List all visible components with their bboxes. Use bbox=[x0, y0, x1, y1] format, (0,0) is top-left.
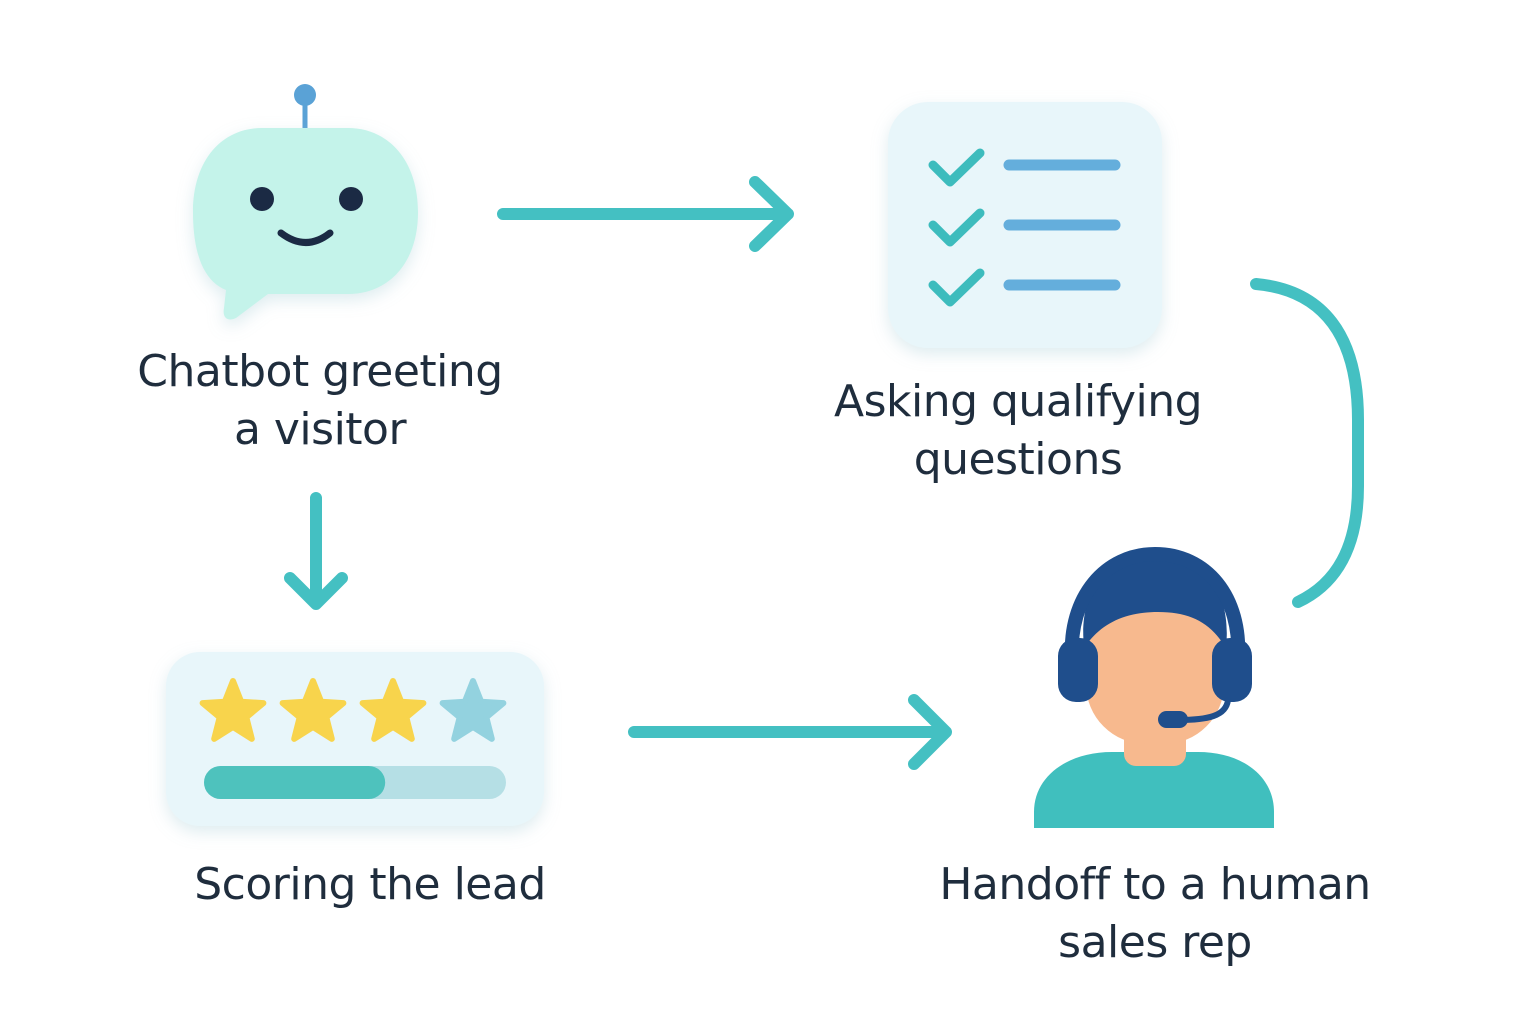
smile bbox=[277, 229, 334, 246]
caption-line: sales rep bbox=[1058, 917, 1252, 968]
star-empty-icon bbox=[439, 678, 507, 742]
sales-rep-icon bbox=[1034, 546, 1274, 828]
arrow-chatbot-to-scoring bbox=[284, 492, 348, 610]
caption-chatbot: Chatbot greeting a visitor bbox=[70, 343, 570, 459]
left-eye bbox=[250, 187, 274, 211]
caption-line: Asking qualifying bbox=[833, 376, 1203, 427]
shirt bbox=[1034, 752, 1274, 828]
caption-line: Scoring the lead bbox=[194, 859, 546, 910]
checklist-icon bbox=[888, 102, 1162, 348]
caption-scoring: Scoring the lead bbox=[120, 856, 620, 914]
curve-questions-to-handoff bbox=[1250, 278, 1364, 608]
mic bbox=[1158, 711, 1188, 728]
antenna-ball bbox=[294, 84, 316, 106]
caption-questions: Asking qualifying questions bbox=[768, 373, 1268, 489]
checkmark-icon bbox=[928, 148, 985, 187]
arrow-chatbot-to-questions bbox=[497, 176, 794, 252]
rating-icon bbox=[166, 652, 544, 826]
arrow-scoring-to-handoff bbox=[628, 694, 952, 770]
headband bbox=[1064, 546, 1246, 661]
chatbot-icon bbox=[193, 84, 418, 320]
caption-line: questions bbox=[913, 434, 1123, 485]
face bbox=[1086, 592, 1224, 744]
right-eye bbox=[339, 187, 363, 211]
caption-line: a visitor bbox=[233, 404, 407, 455]
caption-line: Handoff to a human bbox=[939, 859, 1371, 910]
checkmark-icon bbox=[928, 268, 985, 307]
right-earcup bbox=[1212, 638, 1252, 702]
connectors bbox=[284, 176, 1364, 770]
chat-bubble bbox=[193, 128, 418, 320]
star-filled-icon bbox=[279, 678, 347, 742]
left-earcup bbox=[1058, 638, 1098, 702]
score-bar-fill bbox=[204, 766, 386, 799]
checkmark-icon bbox=[928, 208, 985, 247]
star-filled-icon bbox=[199, 678, 267, 742]
caption-handoff: Handoff to a human sales rep bbox=[905, 856, 1405, 972]
star-filled-icon bbox=[359, 678, 427, 742]
caption-line: Chatbot greeting bbox=[137, 346, 503, 397]
hair bbox=[1083, 556, 1227, 648]
